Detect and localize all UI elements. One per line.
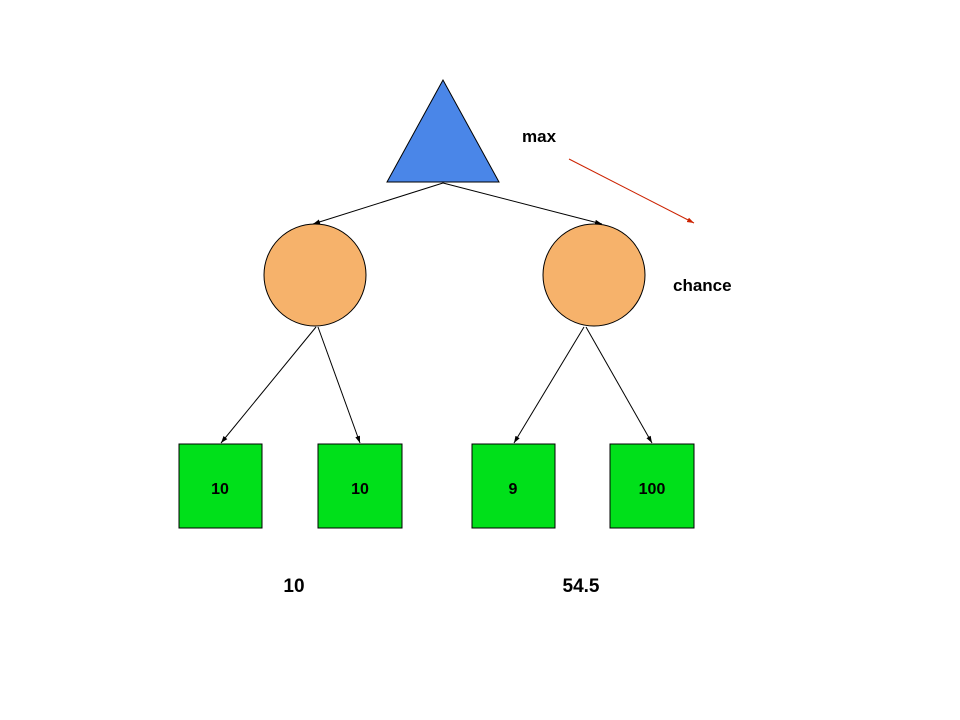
chance-node-right bbox=[542, 223, 646, 327]
max-node-triangle bbox=[386, 78, 500, 183]
leaf-value-3: 9 bbox=[509, 481, 518, 498]
max-level-label: max bbox=[522, 127, 557, 146]
edge-chance-left-to-leaf-1 bbox=[220, 326, 317, 444]
chance-level-label: chance bbox=[673, 276, 732, 295]
leaf-value-1: 10 bbox=[211, 481, 229, 498]
edge-max-to-chance-right bbox=[442, 182, 603, 225]
edge-max-to-chance-left bbox=[312, 182, 444, 225]
edge-chance-left-to-leaf-2 bbox=[317, 326, 361, 444]
leaf-node-2 bbox=[317, 443, 403, 529]
edge-chance-right-to-leaf-3 bbox=[513, 326, 585, 444]
chance-node-left bbox=[263, 223, 367, 327]
leaf-node-3 bbox=[471, 443, 556, 529]
chance-value-right: 54.5 bbox=[563, 576, 600, 597]
edge-chance-right-to-leaf-4 bbox=[585, 326, 653, 444]
leaf-value-4: 100 bbox=[639, 481, 666, 498]
pointer-arrow bbox=[568, 158, 695, 224]
leaf-value-2: 10 bbox=[351, 481, 369, 498]
chance-value-left: 10 bbox=[283, 576, 304, 597]
leaf-node-4 bbox=[609, 443, 695, 529]
leaf-node-1 bbox=[178, 443, 263, 529]
